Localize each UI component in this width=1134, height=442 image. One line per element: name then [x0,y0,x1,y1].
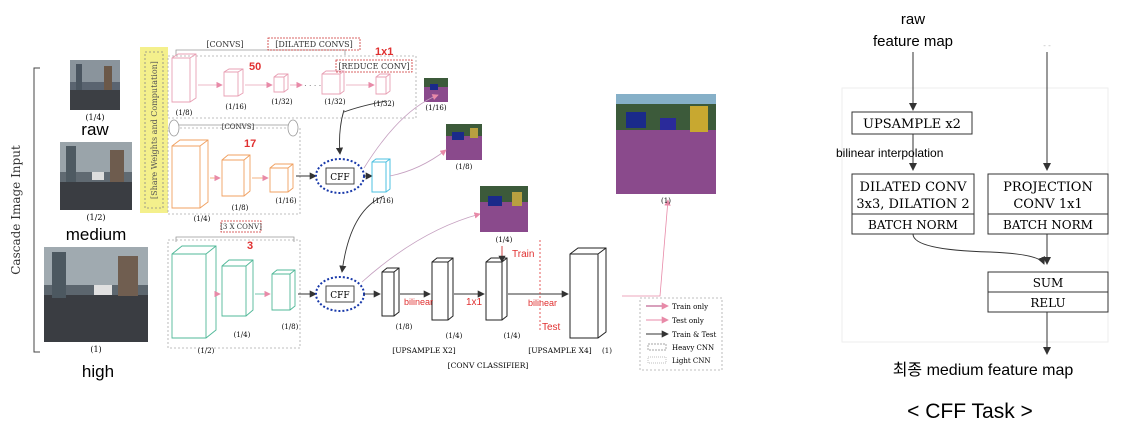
input-image-medium [60,142,132,210]
medium-scale: (1/2) [86,213,105,222]
mid-row-branch: [CONVS] 17 (1/4) (1/8) (1/16) [167,119,301,223]
svg-text:(1/16): (1/16) [372,197,393,205]
seg-output-1-4: (1/4) [480,186,528,244]
svg-text:UPSAMPLE x2: UPSAMPLE x2 [863,117,961,132]
interp-label: bilinear interpolation [836,146,943,160]
svg-text:(1/32): (1/32) [324,98,345,106]
svg-text:17: 17 [244,138,256,150]
svg-text:Heavy CNN: Heavy CNN [672,344,714,352]
svg-text:[3 X CONV]: [3 X CONV] [220,223,262,231]
svg-text:BATCH NORM: BATCH NORM [868,218,958,232]
cascade-side-label: Cascade Image Input [9,67,40,353]
svg-text:Light CNN: Light CNN [672,357,711,365]
high-scale: (1) [90,345,101,354]
cff-output-label: 최종 medium feature map [893,361,1074,379]
svg-text:[CONVS]: [CONVS] [222,123,255,131]
svg-text:BATCH NORM: BATCH NORM [1003,218,1093,232]
svg-text:bilinear: bilinear [528,298,557,308]
dilated-conv-box: DILATED CONV 3x3, DILATION 2 BATCH NORM [851,173,975,235]
svg-text:(1/8): (1/8) [282,323,299,331]
bottom-row-branch: [3 X CONV] 3 (1/2) (1/4) (1/8) [167,220,301,355]
svg-text:[UPSAMPLE X2]: [UPSAMPLE X2] [392,346,456,355]
svg-text:DILATED CONV: DILATED CONV [860,180,968,195]
raw-scale: (1/4) [85,113,104,122]
svg-text:CFF: CFF [330,291,349,301]
svg-text:[Share Weights and Computation: [Share Weights and Computation] [150,61,159,199]
svg-text:(1/4): (1/4) [194,215,211,223]
svg-text:3x3, DILATION 2: 3x3, DILATION 2 [856,197,969,212]
svg-text:CFF: CFF [330,173,349,183]
cff-input-feature-label: feature map [873,33,953,50]
svg-text:bilinear: bilinear [404,297,433,307]
conv-classifier: bilinear 1x1 bilinear Train Test (1/8) (… [364,240,612,370]
svg-text:Train only: Train only [672,303,708,311]
svg-text:[DILATED CONVS]: [DILATED CONVS] [275,40,353,49]
svg-text:· · · ·: · · · · [304,81,321,90]
seg-output-1-16: (1/16) [424,78,448,112]
cff-node-bottom: CFF [298,195,481,312]
upsample-box: UPSAMPLE x2 [851,111,973,135]
cff-caption: < CFF Task > [907,400,1033,423]
svg-text:(1/8): (1/8) [396,323,413,331]
svg-text:(1/16): (1/16) [275,197,296,205]
svg-text:(1/4): (1/4) [496,236,513,244]
svg-text:(1/32): (1/32) [271,98,292,106]
svg-text:[CONV CLASSIFIER]: [CONV CLASSIFIER] [448,361,529,370]
svg-text:(1/4): (1/4) [446,332,463,340]
svg-text:(1/2): (1/2) [198,347,215,355]
svg-text:1x1: 1x1 [375,46,393,58]
svg-text:Test only: Test only [672,317,704,325]
svg-text:(1/8): (1/8) [456,163,473,171]
svg-text:(1/4): (1/4) [234,331,251,339]
svg-text:CONV 1x1: CONV 1x1 [1013,197,1082,212]
svg-text:(1): (1) [661,197,671,205]
svg-text:(1/16): (1/16) [225,103,246,111]
svg-text:SUM: SUM [1033,276,1064,290]
top-row-branch: [CONVS] [DILATED CONVS] 50 1x1 [REDUCE C… [167,37,417,119]
svg-text:Test: Test [542,322,561,333]
svg-text:(1/8): (1/8) [176,109,193,117]
projection-conv-box: PROJECTION CONV 1x1 BATCH NORM [987,173,1109,235]
svg-text:RELU: RELU [1030,296,1065,310]
svg-text:(1): (1) [602,347,612,355]
cff-input-raw-label: raw [901,11,925,28]
raw-label: raw [81,120,109,139]
sum-relu-box: SUM RELU [987,271,1109,313]
svg-text:Train & Test: Train & Test [672,331,716,339]
input-image-raw [70,60,120,110]
svg-text:[REDUCE CONV]: [REDUCE CONV] [338,62,409,71]
high-label: high [82,362,114,381]
svg-text:Cascade Image Input: Cascade Image Input [9,145,23,275]
svg-text:50: 50 [249,61,261,73]
svg-text:3: 3 [247,240,253,252]
seg-output-1-8: (1/8) [389,124,482,177]
share-weights-band: [Share Weights and Computation] [140,47,168,213]
input-image-high [44,247,148,342]
svg-text:(1/4): (1/4) [504,332,521,340]
svg-text:Train: Train [512,249,534,260]
svg-text:1x1: 1x1 [466,297,483,308]
svg-text:(1/32): (1/32) [373,100,394,108]
svg-text:[UPSAMPLE X4]: [UPSAMPLE X4] [528,346,592,355]
cff-input-b-label: - - [1043,41,1051,50]
svg-text:PROJECTION: PROJECTION [1003,180,1093,195]
final-seg-output: (1) [616,94,716,297]
medium-label: medium [66,225,126,244]
svg-text:(1/16): (1/16) [425,104,446,112]
svg-text:[CONVS]: [CONVS] [206,40,243,49]
svg-text:(1/8): (1/8) [232,204,249,212]
legend: Train only Test only Train & Test Heavy … [639,297,723,371]
cff-node-mid: CFF (1/16) [296,94,439,205]
